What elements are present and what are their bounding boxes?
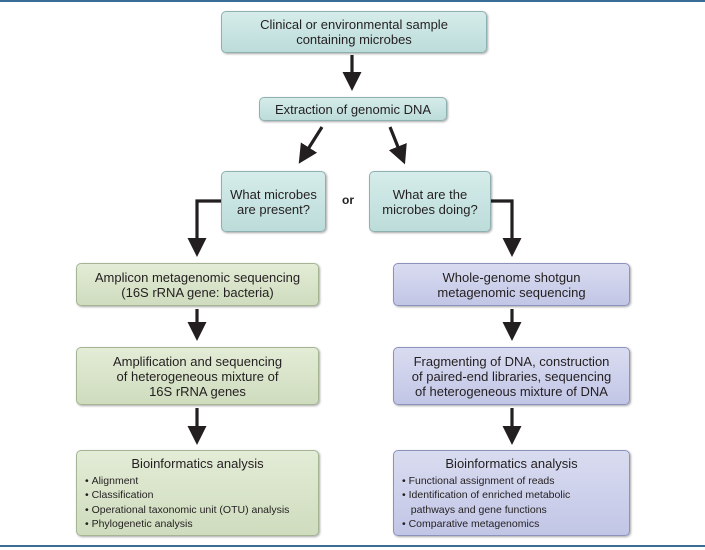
arrow-extraction-to-present — [298, 126, 324, 164]
extraction-box: Extraction of genomic DNA — [259, 97, 447, 121]
list-item: Operational taxonomic unit (OTU) analysi… — [85, 503, 318, 517]
what-doing-box: What are the microbes doing? — [369, 171, 491, 232]
list-item: Comparative metagenomics — [402, 517, 629, 531]
wgs-line-2: metagenomic sequencing — [437, 284, 586, 300]
arrow-present-to-amplicon — [187, 199, 221, 257]
wgs-box: Whole-genome shotgun metagenomic sequenc… — [393, 263, 630, 306]
list-item: pathways and gene functions — [410, 503, 547, 516]
sample-text-line-1: Clinical or environmental sample — [260, 17, 448, 32]
amplicon-line-1: Amplicon metagenomic sequencing — [94, 269, 301, 285]
amplicon-line-2: (16S rRNA gene: bacteria) — [121, 284, 274, 300]
list-item: Identification of enriched metabolic — [402, 488, 629, 502]
arrow-extraction-to-doing — [388, 126, 407, 165]
fragmenting-box: Fragmenting of DNA, construction of pair… — [393, 347, 630, 405]
amplification-line-2: of heterogeneous mixture of — [116, 368, 279, 384]
bioinformatics-right-box: Bioinformatics analysis Functional assig… — [393, 450, 630, 536]
list-item: Alignment — [85, 474, 318, 488]
what-present-line-2: are present? — [237, 201, 310, 217]
list-item: Classification — [85, 488, 318, 502]
arrow-doing-to-wgs — [491, 199, 522, 257]
bioinformatics-left-box: Bioinformatics analysis Alignment Classi… — [76, 450, 319, 536]
sample-text-line-2: containing microbes — [296, 32, 412, 47]
what-doing-line-2: microbes doing? — [382, 201, 478, 217]
amplification-line-1: Amplification and sequencing — [112, 353, 283, 369]
fragmenting-line-1: Fragmenting of DNA, construction — [413, 353, 610, 369]
what-present-line-1: What microbes — [230, 186, 317, 202]
bioinformatics-left-list: Alignment Classification Operational tax… — [77, 474, 318, 532]
amplification-line-3: 16S rRNA genes — [149, 383, 246, 399]
amplification-box: Amplification and sequencing of heteroge… — [76, 347, 319, 405]
amplicon-box: Amplicon metagenomic sequencing (16S rRN… — [76, 263, 319, 306]
bioinformatics-right-title: Bioinformatics analysis — [445, 456, 578, 471]
bioinformatics-right-list: Functional assignment of reads Identific… — [394, 474, 629, 532]
list-item: Functional assignment of reads — [402, 474, 629, 488]
fragmenting-line-2: of paired-end libraries, sequencing — [411, 368, 612, 384]
what-present-box: What microbes are present? — [221, 171, 326, 232]
what-doing-line-1: What are the — [392, 186, 468, 202]
list-item: Phylogenetic analysis — [85, 517, 318, 531]
sample-box: Clinical or environmental sample contain… — [221, 11, 487, 53]
extraction-text: Extraction of genomic DNA — [274, 101, 432, 117]
top-rule — [0, 0, 705, 2]
fragmenting-line-3: of heterogeneous mixture of DNA — [415, 383, 608, 399]
wgs-line-1: Whole-genome shotgun — [442, 269, 581, 285]
bottom-rule — [0, 545, 705, 547]
or-label: or — [342, 193, 354, 207]
bioinformatics-left-title: Bioinformatics analysis — [131, 456, 264, 471]
